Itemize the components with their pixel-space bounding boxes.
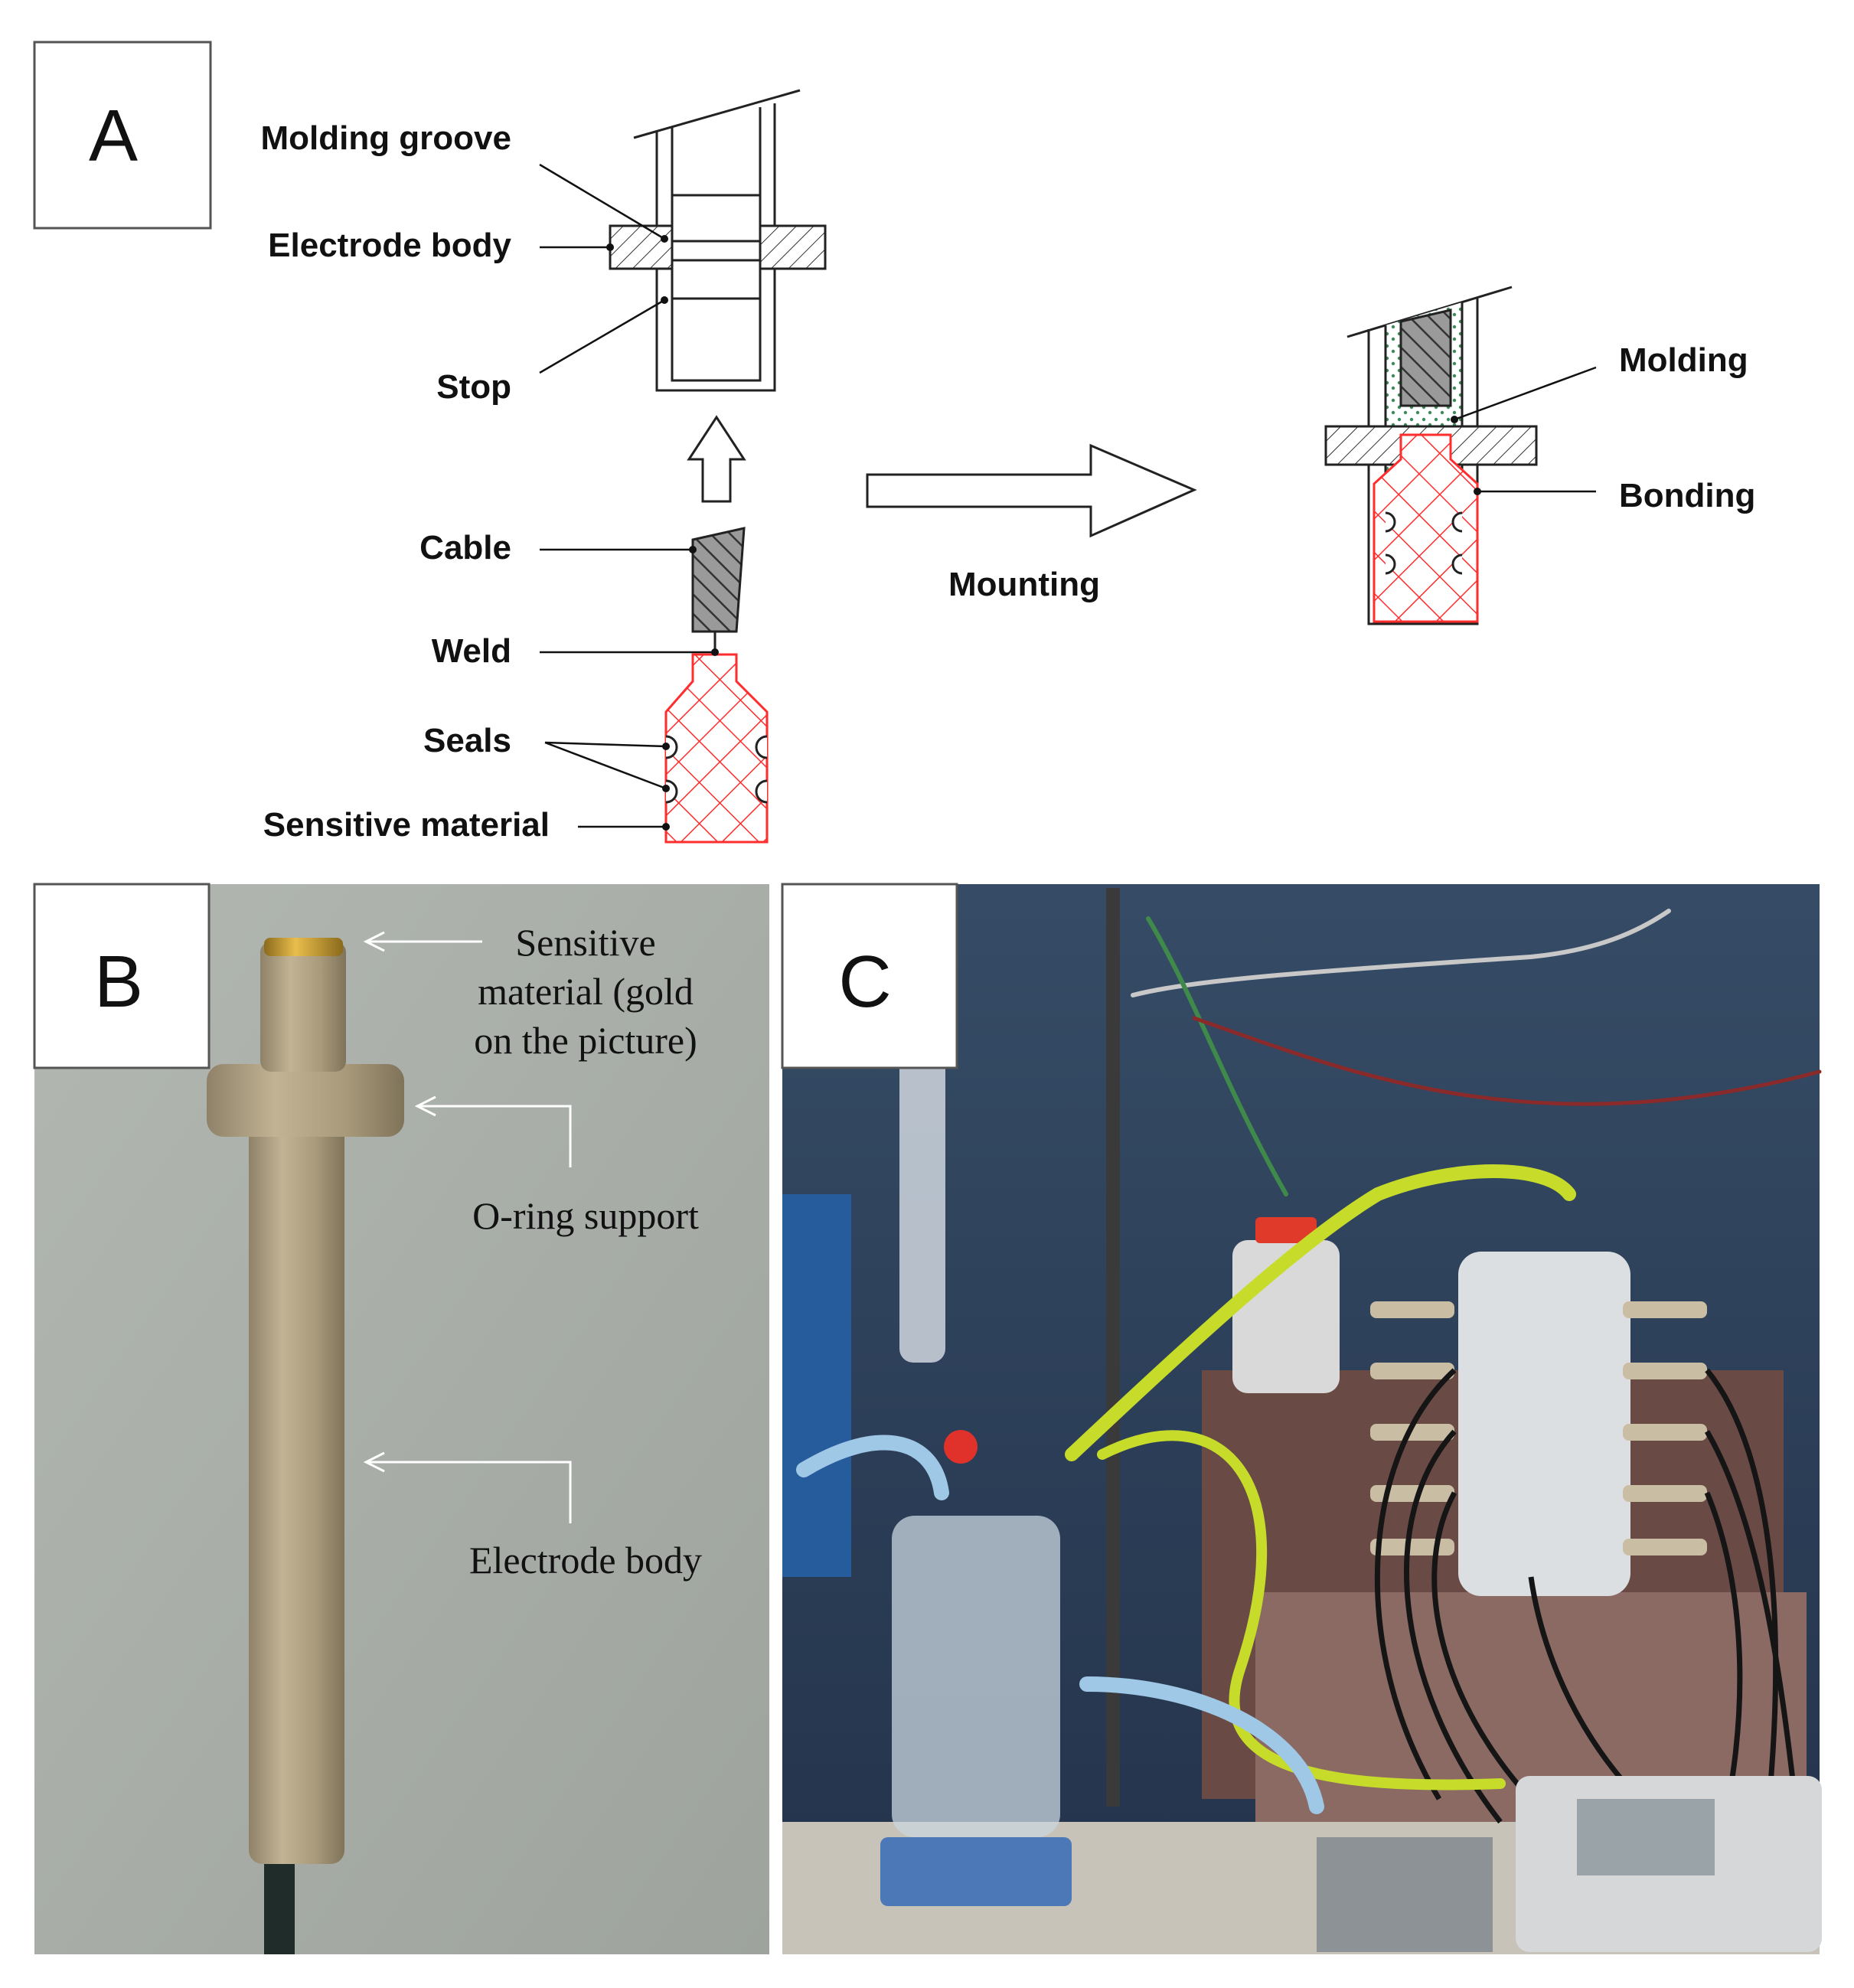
electrode-photo	[207, 938, 404, 1954]
mounted-electrode-drawing	[1324, 286, 1538, 625]
label-sensitive-line1: Sensitive	[515, 921, 655, 964]
label-sensitive-material-a: Sensitive material	[263, 806, 550, 844]
mounting-label: Mounting	[948, 566, 1100, 603]
label-bonding: Bonding	[1619, 477, 1755, 514]
sensor-parts-drawing	[664, 527, 769, 844]
panel-b: B Sensitive material (gold on the pictur…	[33, 883, 769, 1954]
panel-c-letter-box	[781, 883, 958, 1069]
label-oring-support: O-ring support	[472, 1194, 699, 1237]
label-weld: Weld	[432, 632, 511, 670]
lab-setup-photo	[782, 888, 1822, 1954]
label-sensitive-line2: material (gold	[478, 970, 694, 1013]
panel-a: A Mounting	[33, 41, 1755, 844]
panel-b-letter: B	[94, 941, 143, 1023]
leader-lines-a	[539, 163, 1597, 831]
label-stop: Stop	[436, 368, 511, 406]
label-molding-groove: Molding groove	[260, 119, 511, 157]
label-molding: Molding	[1619, 341, 1748, 379]
panel-a-letter: A	[89, 95, 138, 177]
panel-c: C	[781, 883, 1822, 1954]
panel-a-letter-box	[33, 41, 212, 230]
label-sensitive-line3: on the picture)	[474, 1019, 697, 1062]
electrode-body-drawing	[609, 89, 827, 392]
mounting-arrow	[866, 443, 1197, 538]
panel-b-letter-box	[33, 883, 211, 1069]
up-arrow	[687, 415, 746, 503]
label-electrode-body-b: Electrode body	[469, 1539, 702, 1582]
label-electrode-body-a: Electrode body	[268, 227, 511, 264]
label-cable: Cable	[419, 529, 511, 566]
leader-lines-b	[366, 942, 572, 1523]
label-seals: Seals	[423, 722, 511, 759]
panel-c-letter: C	[838, 941, 891, 1023]
